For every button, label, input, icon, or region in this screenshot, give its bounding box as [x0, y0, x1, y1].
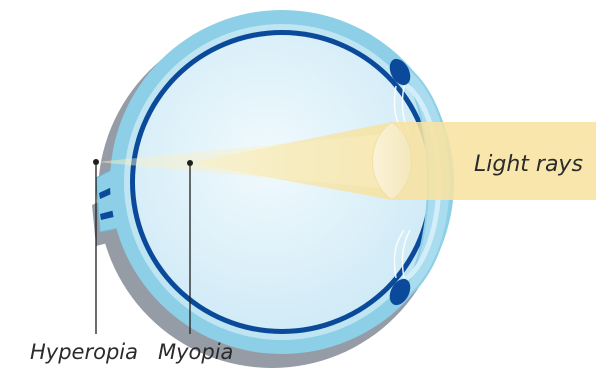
hyperopia-label: Hyperopia [30, 342, 138, 363]
light-rays-label: Light rays [474, 154, 583, 176]
myopia-label: Myopia [158, 342, 233, 363]
